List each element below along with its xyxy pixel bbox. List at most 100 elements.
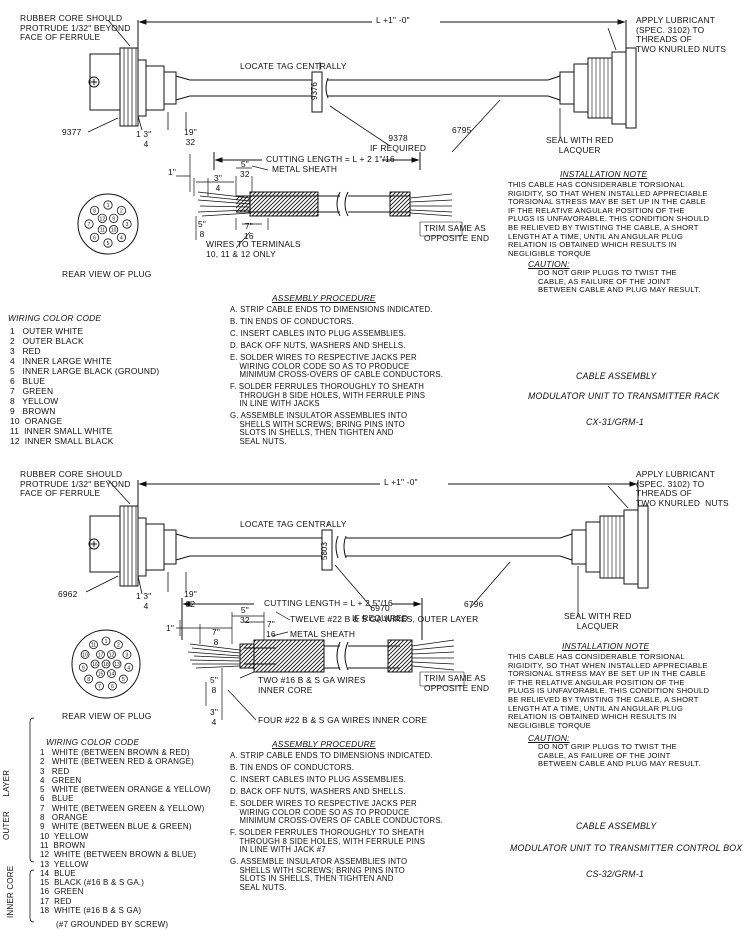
plug-pin-label: 15 [98, 672, 104, 678]
sheet2-outer-layer-label: OUTER LAYER [2, 769, 11, 840]
sheet2-cutting-length: CUTTING LENGTH = L + 2 5"/16 [264, 598, 393, 608]
sheet2-wiring-item: 4 GREEN [40, 775, 82, 785]
sheet1-wiring-item: 12 INNER SMALL BLACK [10, 436, 114, 446]
sheet2-wiring-item: 11 BROWN [40, 840, 86, 850]
sheet1-wiring-item: 9 BROWN [10, 406, 56, 416]
sheet1-cable-title: CABLE ASSEMBLY [576, 371, 657, 381]
plug-pin-label: 7 [98, 684, 101, 690]
sheet2-dim-3-4: 3" 4 [210, 707, 219, 727]
plug-pin-label: 6 [111, 684, 114, 690]
sheet2-rubber-core-note: RUBBER CORE SHOULD PROTRUDE 1/32" BEYOND… [20, 469, 131, 499]
sheet1-wiring-item: 8 YELLOW [10, 396, 59, 406]
plug-pin-label: 9 [112, 216, 115, 222]
plug-pin [118, 674, 128, 684]
sheet2-length-dimension [137, 480, 639, 506]
sheet2-dim-5-8: 5" 8 [210, 675, 219, 695]
sheet2-part-tag: 6970 IF REQUIRED [352, 603, 409, 623]
sheet1-dim-3-4: 3" 4 [214, 173, 223, 193]
sheet2-installation-text: THIS CABLE HAS CONSIDERABLE TORSIONAL RI… [508, 652, 710, 730]
plug-pin [96, 669, 105, 678]
sheet1-part-cable: 6795 [452, 125, 472, 135]
sheet1-rear-view-label: REAR VIEW OF PLUG [62, 269, 152, 279]
sheet2-wiring-item: 9 WHITE (BETWEEN BLUE & GREEN) [40, 822, 192, 832]
sheet1-wiring-item: 10 ORANGE [10, 416, 63, 426]
sheet2-assembly-list: A. STRIP CABLE ENDS TO DIMENSIONS INDICA… [230, 751, 443, 896]
sheet2-cable-code: CS-32/GRM-1 [586, 869, 644, 879]
plug-pin [122, 650, 132, 659]
sheet2-trim-same: TRIM SAME AS OPPOSITE END [424, 673, 490, 693]
plug-pin-label: 8 [87, 677, 90, 683]
sheet1-assembly-step-item: C. INSERT CABLES INTO PLUG ASSEMBLIES. [230, 328, 407, 338]
plug-pin [89, 640, 98, 650]
plug-pin-label: 1 [107, 203, 110, 209]
sheet1-cable-code: CX-31/GRM-1 [586, 417, 644, 427]
sheet2-strip-detail [176, 598, 465, 721]
plug-pin [108, 681, 117, 691]
sheet1-right-plug [547, 47, 637, 129]
sheet1-assembly-step-item: D. BACK OFF NUTS, WASHERS AND SHELLS. [230, 340, 406, 350]
sheet1-cable-body [190, 71, 548, 113]
sheet1-assembly-title: ASSEMBLY PROCEDURE [272, 293, 376, 303]
sheet2-two-wires: TWO #16 B & S GA WIRES INNER CORE [258, 675, 366, 695]
sheet2-assembly-step-item: B. TIN ENDS OF CONDUCTORS. [230, 762, 355, 772]
sheet2-wiring-item: 5 WHITE (BETWEEN ORANGE & YELLOW) [40, 785, 211, 795]
plug-pin [84, 674, 94, 684]
sheet2-locate-tag-label: LOCATE TAG CENTRALLY [240, 519, 347, 529]
sheet1-wiring-item: 7 GREEN [10, 386, 54, 396]
sheet2-seal-note: SEAL WITH RED LACQUER [564, 611, 632, 631]
sheet1-assembly-list: A. STRIP CABLE ENDS TO DIMENSIONS INDICA… [230, 305, 444, 450]
plug-pin-label: 5 [122, 677, 125, 683]
sheet1-part-tag: 9378 IF REQUIRED [370, 133, 427, 153]
plug-pin-label: 4 [127, 665, 130, 671]
sheet2-wiring-item: 1 WHITE (BETWEEN BROWN & RED) [40, 748, 190, 757]
sheet1-wiring-item: 6 BLUE [10, 376, 46, 386]
sheet2-cable-body [190, 529, 560, 571]
plug-pin [107, 650, 116, 659]
sheet2-part-cable: 6796 [464, 599, 484, 609]
sheet1-assembly-step-item: E. SOLDER WIRES TO RESPECTIVE JACKS PER … [230, 352, 444, 380]
plug-pin-label: 13 [114, 662, 120, 668]
sheet1-dim-5-8: 5" 8 [198, 219, 207, 239]
sheet2-dim-1: 1" [166, 623, 175, 633]
plug-pin [116, 205, 127, 216]
plug-pin-label: 4 [120, 235, 123, 241]
sheet1-seal-note: SEAL WITH RED LACQUER [546, 135, 614, 155]
sheet2-plug-face [71, 629, 141, 699]
sheet2-cable-title: CABLE ASSEMBLY [576, 821, 657, 831]
sheet1-rubber-core-note: RUBBER CORE SHOULD PROTRUDE 1/32" BEYOND… [20, 13, 131, 43]
sheet2-wiring-item: 7 WHITE (BETWEEN GREEN & YELLOW) [40, 803, 205, 813]
plug-pin [101, 636, 111, 646]
sheet2-wiring-item: 10 YELLOW [40, 831, 89, 841]
sheet2-wiring-item: 2 WHITE (BETWEEN RED & ORANGE) [40, 757, 194, 767]
sheet2-left-plug [88, 505, 191, 587]
plug-pin-label: 3 [126, 652, 129, 658]
sheet2-lubricant-note: APPLY LUBRICANT (SPEC. 3102) TO THREADS … [636, 469, 729, 508]
plug-pin-label: 10 [111, 228, 117, 234]
plug-pin-label: 2 [120, 209, 123, 215]
plug-pin-label: 12 [100, 216, 106, 222]
sheet2-length-label: L +1" -0" [384, 477, 418, 487]
sheet2-installation-title: INSTALLATION NOTE [562, 641, 650, 651]
sheet2-part-plug: 6962 [58, 589, 78, 599]
sheet2-wiring-item: 12 WHITE (BETWEEN BROWN & BLUE) [40, 850, 197, 860]
plug-pin [89, 232, 100, 243]
plug-pin-label: 14 [109, 672, 115, 678]
sheet2-grounded-note: (#7 GROUNDED BY SCREW) [56, 920, 169, 929]
plug-pin [109, 213, 119, 223]
sheet2-dim-5-32: 5" 32 [240, 605, 250, 625]
sheet2-wiring-item: 18 WHITE (#16 B & S GA) [40, 906, 142, 916]
sheet2-twelve-wires: TWELVE #22 B & S GA WIRES, OUTER LAYER [290, 614, 479, 624]
plug-pin-label: 8 [93, 209, 96, 215]
sheet2-wiring-brackets [29, 717, 35, 923]
plug-pin [124, 662, 134, 672]
sheet1-wiring-item: 3 RED [10, 346, 41, 356]
plug-pin-label: 9 [82, 665, 85, 671]
sheet2-dim-19-32: 19" 32 [184, 589, 197, 609]
sheet2-wiring-title: WIRING COLOR CODE [46, 737, 140, 747]
sheet2-cable-subtitle: MODULATOR UNIT TO TRANSMITTER CONTROL BO… [510, 843, 743, 853]
sheet1-locate-tag-label: LOCATE TAG CENTRALLY [240, 61, 347, 71]
plug-pin [89, 205, 100, 216]
